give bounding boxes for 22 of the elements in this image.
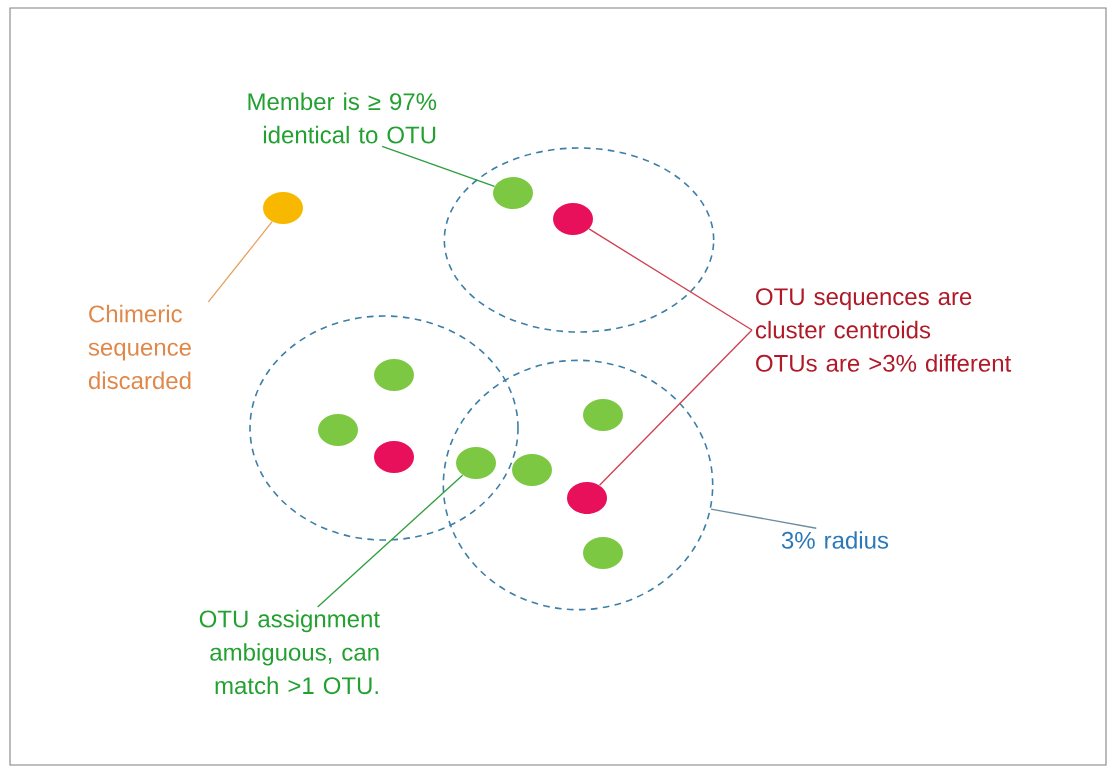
sequence-dot: [553, 203, 593, 235]
callout-text: 3% radius: [781, 531, 889, 549]
sequence-dot: [374, 359, 414, 391]
callout-text: Member is ≥ 97% identical to OTU: [248, 92, 437, 144]
sequence-dot: [374, 441, 414, 473]
callout-text: Chimeric sequence discarded: [88, 304, 191, 390]
sequence-dot: [583, 537, 623, 569]
sequence-dot: [263, 192, 303, 224]
leader-line: [381, 145, 496, 188]
leader-line: [317, 474, 464, 608]
leader-line: [207, 221, 273, 303]
sequence-dot: [493, 177, 533, 209]
sequence-dot: [583, 399, 623, 431]
leader-line: [710, 508, 817, 529]
leader-line: [598, 329, 753, 486]
leader-line: [588, 228, 753, 331]
sequence-dot: [318, 414, 358, 446]
sequence-dot: [456, 447, 496, 479]
callout-text: OTU assignment ambiguous, can match >1 OTU.: [199, 609, 380, 695]
callout-text: OTU sequences are cluster centroids OTUs are >3% different: [755, 288, 1012, 372]
sequence-dot: [567, 482, 607, 514]
sequence-dot: [512, 454, 552, 486]
